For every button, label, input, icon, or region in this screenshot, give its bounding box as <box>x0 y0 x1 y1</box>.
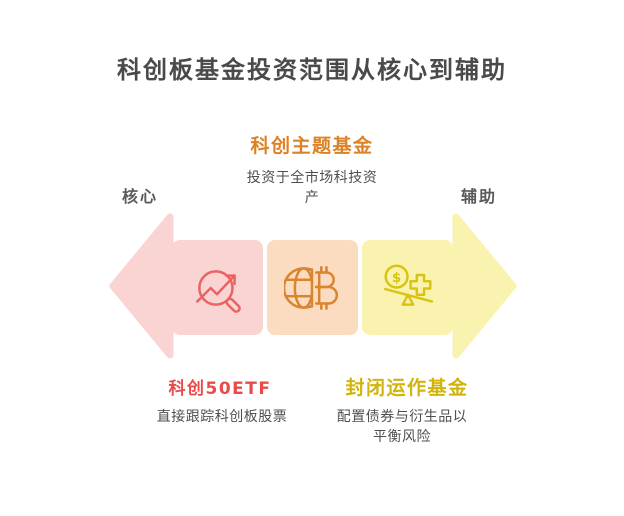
segment-global-tech <box>267 240 358 335</box>
balance-coin-plus-icon: $ <box>383 263 433 306</box>
trend-magnifier-icon <box>195 269 241 313</box>
globe-bitcoin-icon <box>283 265 338 310</box>
left-arrowhead <box>109 213 174 359</box>
right-arrowhead <box>452 213 517 359</box>
bottom-left-title: 科创50ETF <box>168 379 272 399</box>
top-section-title: 科创主题基金 <box>250 135 374 157</box>
axis-label-auxiliary: 辅助 <box>461 187 498 206</box>
bottom-right-title: 封闭运作基金 <box>345 377 469 399</box>
page-title: 科创板基金投资范围从核心到辅助 <box>117 56 507 84</box>
axis-label-core: 核心 <box>122 187 159 206</box>
segment-star-theme <box>172 240 263 335</box>
dollar-glyph: $ <box>391 270 400 285</box>
top-section-description: 投资于全市场科技资产 <box>246 170 378 207</box>
bottom-left-description: 直接跟踪科创板股票 <box>156 409 288 425</box>
bottom-right-description: 配置债券与衍生品以平衡风险 <box>336 409 468 446</box>
segment-closed-fund: $ <box>362 240 453 335</box>
